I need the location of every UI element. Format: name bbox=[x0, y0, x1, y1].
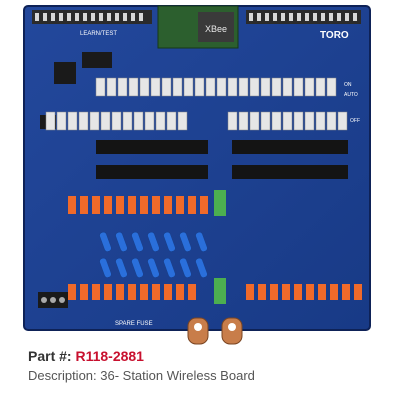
switch-row-1 bbox=[95, 77, 337, 97]
chip bbox=[82, 52, 112, 68]
xbee-module: XBee bbox=[157, 5, 239, 49]
off-label: OFF bbox=[350, 118, 360, 124]
part-number: R118-2881 bbox=[75, 348, 144, 364]
capacitor-rows bbox=[99, 231, 208, 278]
auto-label: AUTO bbox=[344, 92, 358, 98]
description: Description: 36- Station Wireless Board bbox=[28, 368, 255, 383]
green-terminal bbox=[214, 190, 226, 216]
circuit-board-photo: XBee LEARN/TEST TORO ON AUTO OF bbox=[23, 5, 371, 345]
learn-test-label: LEARN/TEST bbox=[80, 31, 117, 37]
terminal-row-upper bbox=[68, 196, 208, 214]
spare-fuse-label: SPARE FUSE bbox=[115, 321, 153, 327]
xbee-label: XBee bbox=[205, 24, 227, 34]
green-terminal bbox=[214, 278, 226, 304]
toro-logo: TORO bbox=[320, 30, 349, 41]
part-label: Part #: bbox=[28, 348, 72, 364]
relay-row bbox=[96, 140, 348, 179]
chip bbox=[54, 62, 76, 84]
top-connector-strip bbox=[32, 10, 361, 24]
copper-lugs bbox=[187, 317, 243, 345]
switch-row-2 bbox=[45, 111, 348, 131]
terminal-row-lower bbox=[68, 284, 362, 300]
part-line: Part #: R118-2881 bbox=[28, 348, 388, 365]
power-terminals bbox=[38, 292, 68, 308]
product-caption: Part #: R118-2881 Description: 36- Stati… bbox=[28, 348, 388, 384]
on-label: ON bbox=[344, 82, 352, 88]
